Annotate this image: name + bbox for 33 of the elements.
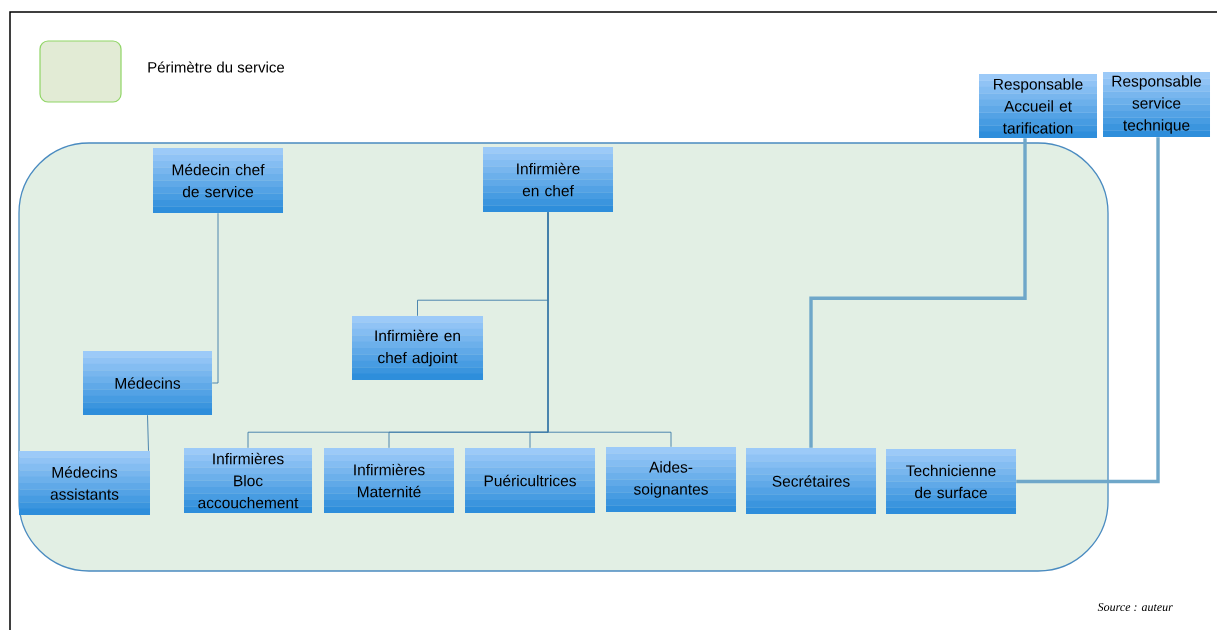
role-box: Aides-soignantes: [606, 447, 736, 512]
node-label: Aides-soignantes: [633, 461, 708, 498]
role-box: Infirmière en chef adjoint: [352, 316, 483, 380]
role-box: Médecins assistants: [19, 451, 150, 515]
role-box: Responsable service technique: [1103, 72, 1210, 137]
node-label: Médecins: [115, 377, 181, 389]
node-label: assistants: [50, 488, 119, 500]
role-box: Secrétaires: [746, 448, 876, 514]
role-box: Technicienne de surface: [886, 449, 1016, 514]
role-box: Médecins: [83, 351, 212, 415]
connector-line: [147, 414, 149, 452]
source-note: Source : auteur: [1097, 602, 1173, 612]
role-box: Puéricultrices: [465, 448, 595, 513]
node-label: Technicienne de surface: [906, 464, 996, 499]
connector-line: [809, 138, 1027, 448]
role-box: Responsable Accueil et tarification: [979, 74, 1097, 138]
role-box: Infirmières Maternité: [324, 448, 454, 513]
node-label: en chef: [522, 184, 574, 197]
node-label: de service: [182, 185, 254, 198]
role-box: Infirmières Bloc accouchement: [184, 448, 312, 513]
connector-line: [547, 211, 672, 448]
legend-label: Périmètre du service: [148, 61, 285, 73]
node-label: service technique: [1123, 97, 1190, 134]
node-label: Accueil et tarification: [1002, 100, 1073, 134]
node-label: Secrétaires: [772, 475, 850, 487]
node-label: Infirmières Maternité: [354, 463, 425, 498]
connector-line: [211, 212, 219, 384]
role-box: Infirmière en chef: [483, 147, 613, 212]
connector-line: [1016, 137, 1160, 484]
node-label: chef adjoint: [378, 351, 458, 367]
node-label: Bloc accouchement: [198, 474, 299, 509]
role-box: Médecin chef de service: [153, 148, 283, 213]
node-label: Puéricultrices: [484, 474, 576, 487]
